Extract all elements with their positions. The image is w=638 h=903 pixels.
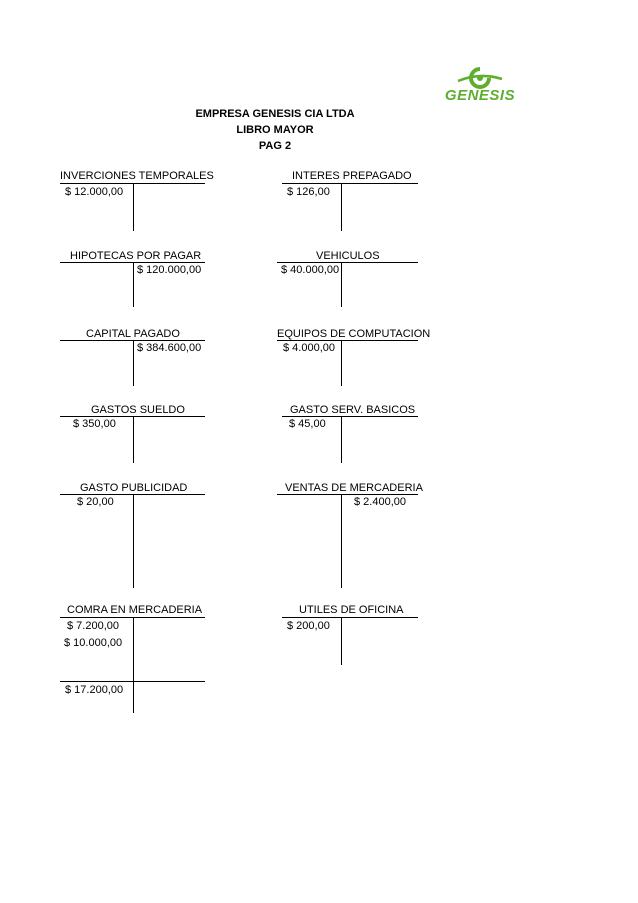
debit-entry: $ 10.000,00 (64, 637, 123, 649)
account-title: GASTOS SUELDO (91, 404, 185, 416)
debit-entry: $ 45,00 (289, 418, 326, 430)
t-account-center-rule (341, 183, 342, 231)
logo-text: GENESIS (444, 87, 516, 104)
t-account-center-rule (133, 340, 134, 386)
credit-entry: $ 120.000,00 (137, 264, 202, 276)
t-account-top-rule (277, 262, 418, 263)
account-title: VENTAS DE MERCADERIA (285, 482, 423, 494)
t-account-center-rule (341, 617, 342, 665)
debit-entry: $ 20,00 (77, 496, 114, 508)
credit-entry: $ 2.400,00 (354, 496, 406, 508)
t-account-center-rule (341, 416, 342, 463)
t-account-center-rule (341, 340, 342, 386)
account-title: GASTO SERV. BASICOS (290, 404, 416, 416)
t-account-top-rule (60, 416, 205, 417)
t-account-top-rule (60, 183, 205, 184)
book-title: LIBRO MAYOR (236, 124, 314, 136)
t-account-center-rule (341, 494, 342, 588)
debit-entry: $ 4.000,00 (283, 342, 335, 354)
t-account-center-rule (133, 416, 134, 463)
account-title: EQUIPOS DE COMPUTACION (277, 328, 431, 340)
t-account-center-rule (133, 617, 134, 713)
t-account-center-rule (133, 494, 134, 588)
t-account-center-rule (341, 262, 342, 307)
account-title: HIPOTECAS POR PAGAR (70, 250, 202, 262)
t-account-top-rule (277, 494, 418, 495)
genesis-logo: GENESIS (440, 66, 520, 106)
company-name: EMPRESA GENESIS CIA LTDA (195, 108, 355, 120)
debit-entry: $ 126,00 (287, 186, 330, 198)
genesis-swoosh-icon (457, 67, 503, 89)
t-account-top-rule (277, 340, 418, 341)
account-title: INVERCIONES TEMPORALES (60, 170, 214, 182)
t-account-top-rule (60, 262, 205, 263)
debit-entry: $ 40.000,00 (281, 264, 340, 276)
account-title: VEHICULOS (316, 250, 380, 262)
debit-entry: $ 350,00 (73, 418, 116, 430)
t-account-center-rule (133, 262, 134, 307)
t-account-top-rule (60, 617, 205, 618)
account-title: UTILES DE OFICINA (299, 604, 404, 616)
t-account-top-rule (282, 617, 418, 618)
account-title: CAPITAL PAGADO (86, 328, 180, 340)
account-title: COMRA EN MERCADERIA (67, 604, 203, 616)
account-title: GASTO PUBLICIDAD (80, 482, 188, 494)
t-account-total-rule (60, 681, 205, 682)
t-account-top-rule (282, 416, 418, 417)
t-account-center-rule (133, 183, 134, 231)
debit-total: $ 17.200,00 (65, 684, 124, 696)
t-account-top-rule (60, 494, 205, 495)
account-title: INTERES PREPAGADO (292, 170, 412, 182)
debit-entry: $ 7.200,00 (67, 620, 119, 632)
debit-entry: $ 12.000,00 (65, 186, 124, 198)
page-number: PAG 2 (258, 140, 292, 152)
debit-entry: $ 200,00 (287, 620, 330, 632)
t-account-top-rule (60, 340, 205, 341)
credit-entry: $ 384.600,00 (137, 342, 202, 354)
t-account-top-rule (282, 183, 418, 184)
